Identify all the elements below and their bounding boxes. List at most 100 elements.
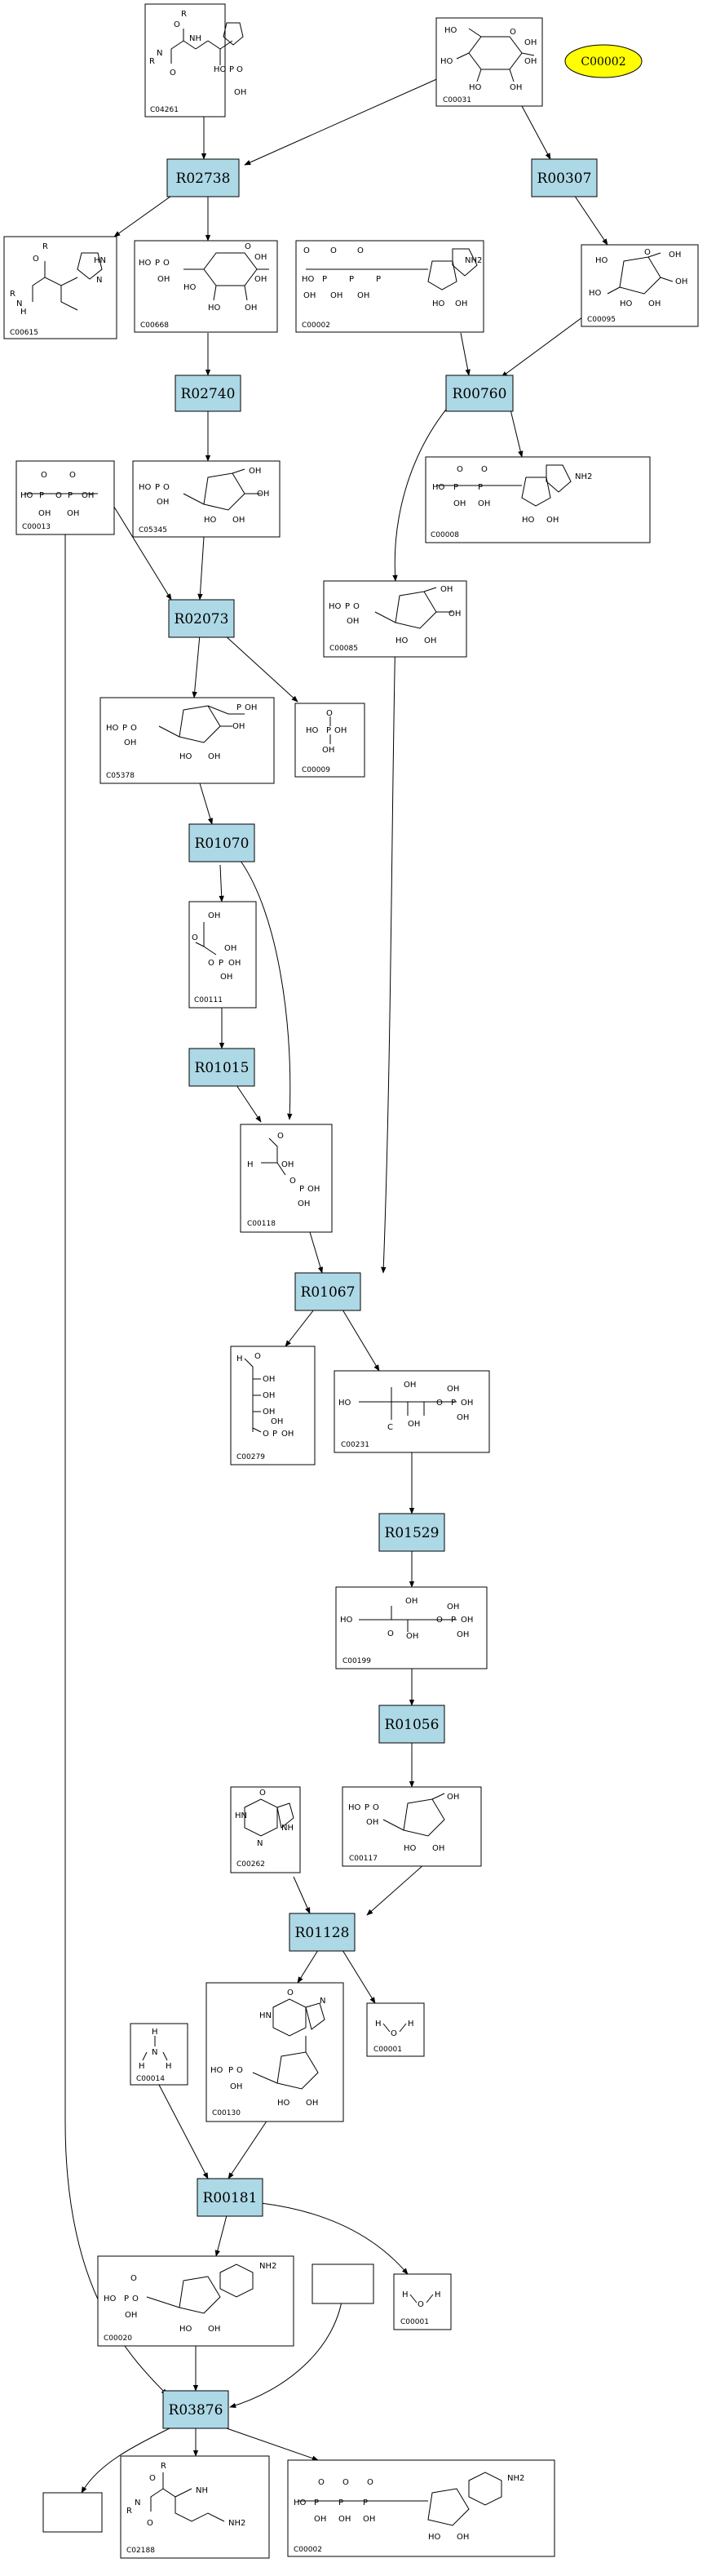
- compound-C00262[interactable]: O HN NH N C00262: [230, 1786, 301, 1873]
- compound-id-label: C00111: [194, 996, 223, 1004]
- edge: [366, 1864, 425, 1916]
- atom-label: OH: [447, 1793, 459, 1802]
- atom-label: O: [259, 1789, 266, 1798]
- node-box: [289, 1913, 356, 1952]
- reaction-R03876[interactable]: R03876: [162, 2390, 229, 2429]
- structure: [456, 28, 535, 82]
- edge: [460, 332, 471, 376]
- reaction-R01056[interactable]: R01056: [378, 1705, 445, 1744]
- reaction-R02073[interactable]: R02073: [168, 599, 235, 638]
- compound-C00002-bottom[interactable]: O O O HO P P P OH OH OH NH2 HO OH C00002: [287, 2459, 555, 2557]
- atom-label: HO: [595, 256, 608, 265]
- empty-compound-box-bottom[interactable]: [42, 2492, 103, 2533]
- compound-C00031[interactable]: HO O OH HO HO OH OH C00031: [435, 17, 543, 107]
- compound-id-label: C00199: [342, 1657, 371, 1665]
- atom-label: HO: [440, 57, 453, 66]
- atom-label: HO: [104, 2294, 117, 2303]
- atom-label: P: [314, 2498, 319, 2507]
- reaction-R01128[interactable]: R01128: [289, 1913, 356, 1952]
- structure: [150, 2472, 225, 2522]
- atom-label: HO: [214, 65, 227, 74]
- atom-label: R: [181, 10, 187, 19]
- node-box: [240, 1124, 333, 1233]
- edge: [260, 2202, 409, 2275]
- compound-C00279[interactable]: H O OH OH OH O P OH OH C00279: [230, 1346, 316, 1465]
- reaction-R02740[interactable]: R02740: [175, 375, 241, 412]
- compound-C00231[interactable]: OH HO O P OH OH OH C OH C00231: [334, 1370, 490, 1453]
- compound-id-label: C04261: [150, 106, 179, 114]
- atom-label: P: [478, 483, 483, 492]
- compound-C00002-top[interactable]: O O O HO P P P OH OH OH HO OH NH2 C00002: [295, 240, 484, 333]
- atom-label: OH: [67, 509, 79, 518]
- reaction-R00760[interactable]: R00760: [445, 375, 514, 412]
- atom-label: OH: [461, 1399, 473, 1408]
- empty-compound-box-top[interactable]: [312, 2263, 374, 2304]
- compound-C00008[interactable]: O O HO P P OH OH HO OH NH2 C00008: [425, 456, 651, 543]
- compound-id-label: C00020: [104, 2334, 132, 2343]
- compounds: R O NH R N O HO P O OH C04261 HO O OH HO…: [3, 3, 699, 2559]
- compound-id-label: C00118: [247, 1220, 276, 1228]
- structure: [306, 248, 478, 290]
- compound-C02188[interactable]: R O NH R N O NH2 C02188: [120, 2455, 270, 2559]
- reaction-R01529[interactable]: R01529: [378, 1513, 445, 1552]
- atom-label: HO: [302, 275, 315, 284]
- compound-C00020[interactable]: O HO P O OH NH2 HO OH C00020: [97, 2255, 294, 2347]
- node-box: [168, 599, 235, 638]
- compound-C00001-top[interactable]: H O H C00001: [366, 2002, 425, 2057]
- compound-C05378[interactable]: HO P O OH P OH OH HO OH C05378: [99, 697, 275, 784]
- compound-C00009[interactable]: O HO P OH OH C00009: [294, 703, 365, 778]
- atom-label: OH: [546, 516, 559, 525]
- reaction-R02738[interactable]: R02738: [166, 158, 240, 197]
- atom-label: HO: [589, 289, 602, 298]
- atom-label: P: [345, 602, 350, 611]
- compound-id-label: C00231: [341, 1441, 369, 1449]
- atom-label: OH: [404, 1381, 416, 1390]
- atom-label: H: [152, 2028, 158, 2037]
- compound-C04261[interactable]: R O NH R N O HO P O OH C04261: [144, 3, 246, 117]
- atom-label: HO: [338, 1399, 351, 1408]
- atom-label: O: [387, 1629, 394, 1638]
- reaction-R01067[interactable]: R01067: [294, 1272, 361, 1311]
- node-box: [366, 2002, 425, 2057]
- reaction-R01015[interactable]: R01015: [188, 1048, 255, 1087]
- compound-C00085[interactable]: HO P O OH OH OH HO OH C00085: [323, 580, 467, 658]
- atom-label: P: [365, 1803, 369, 1812]
- compound-C00095[interactable]: HO O OH OH HO HO OH C00095: [581, 244, 699, 327]
- compound-C00111[interactable]: OH O OH O P OH OH C00111: [188, 901, 257, 1009]
- compound-C00014[interactable]: H N H H C00014: [130, 2023, 188, 2086]
- node-box: [425, 456, 651, 543]
- atom-label: O: [287, 1989, 294, 1997]
- compound-C00013[interactable]: O O HO P O P OH OH OH C00013: [15, 460, 115, 535]
- atom-label: OH: [232, 722, 245, 731]
- atom-label: OH: [157, 498, 169, 507]
- node-box: [134, 240, 278, 333]
- atom-label: O: [342, 2478, 349, 2487]
- node-box: [3, 236, 117, 339]
- reaction-R00307[interactable]: R00307: [531, 158, 598, 197]
- reaction-R01070[interactable]: R01070: [188, 823, 255, 862]
- atom-label: HO: [620, 299, 633, 308]
- atom-label: H: [20, 308, 27, 317]
- compound-C00130[interactable]: O HN N HO P O OH HO OH C00130: [205, 1982, 344, 2122]
- structure: [436, 464, 572, 507]
- compound-C00117[interactable]: HO P O OH OH HO OH C00117: [342, 1786, 482, 1867]
- compound-C00668[interactable]: HO P O OH O OH HO HO OH OH C00668: [134, 240, 278, 333]
- edge: [570, 189, 608, 246]
- highlight-compound[interactable]: C00002: [564, 44, 643, 78]
- reaction-label: R00307: [537, 171, 592, 187]
- atom-label: OH: [303, 291, 316, 300]
- edge: [236, 1084, 262, 1123]
- compound-id-label: C00117: [349, 1855, 378, 1863]
- atom-label: HO: [522, 516, 535, 525]
- compound-C05345[interactable]: HO P O OH OH OH HO OH C05345: [132, 460, 281, 538]
- reaction-R00181[interactable]: R00181: [197, 2178, 263, 2217]
- atom-label: O: [149, 2474, 156, 2483]
- compound-C00199[interactable]: OH HO O P OH OH O OH OH C00199: [335, 1586, 488, 1669]
- compound-id-label: C00001: [373, 2046, 402, 2054]
- edge: [521, 105, 551, 160]
- structure: [170, 22, 244, 65]
- compound-C00001-bottom[interactable]: H O H C00001: [393, 2273, 452, 2330]
- node-box: [445, 375, 514, 412]
- compound-C00615[interactable]: R O R N H HN N C00615: [3, 236, 117, 339]
- compound-C00118[interactable]: O H OH O P OH OH C00118: [240, 1124, 333, 1233]
